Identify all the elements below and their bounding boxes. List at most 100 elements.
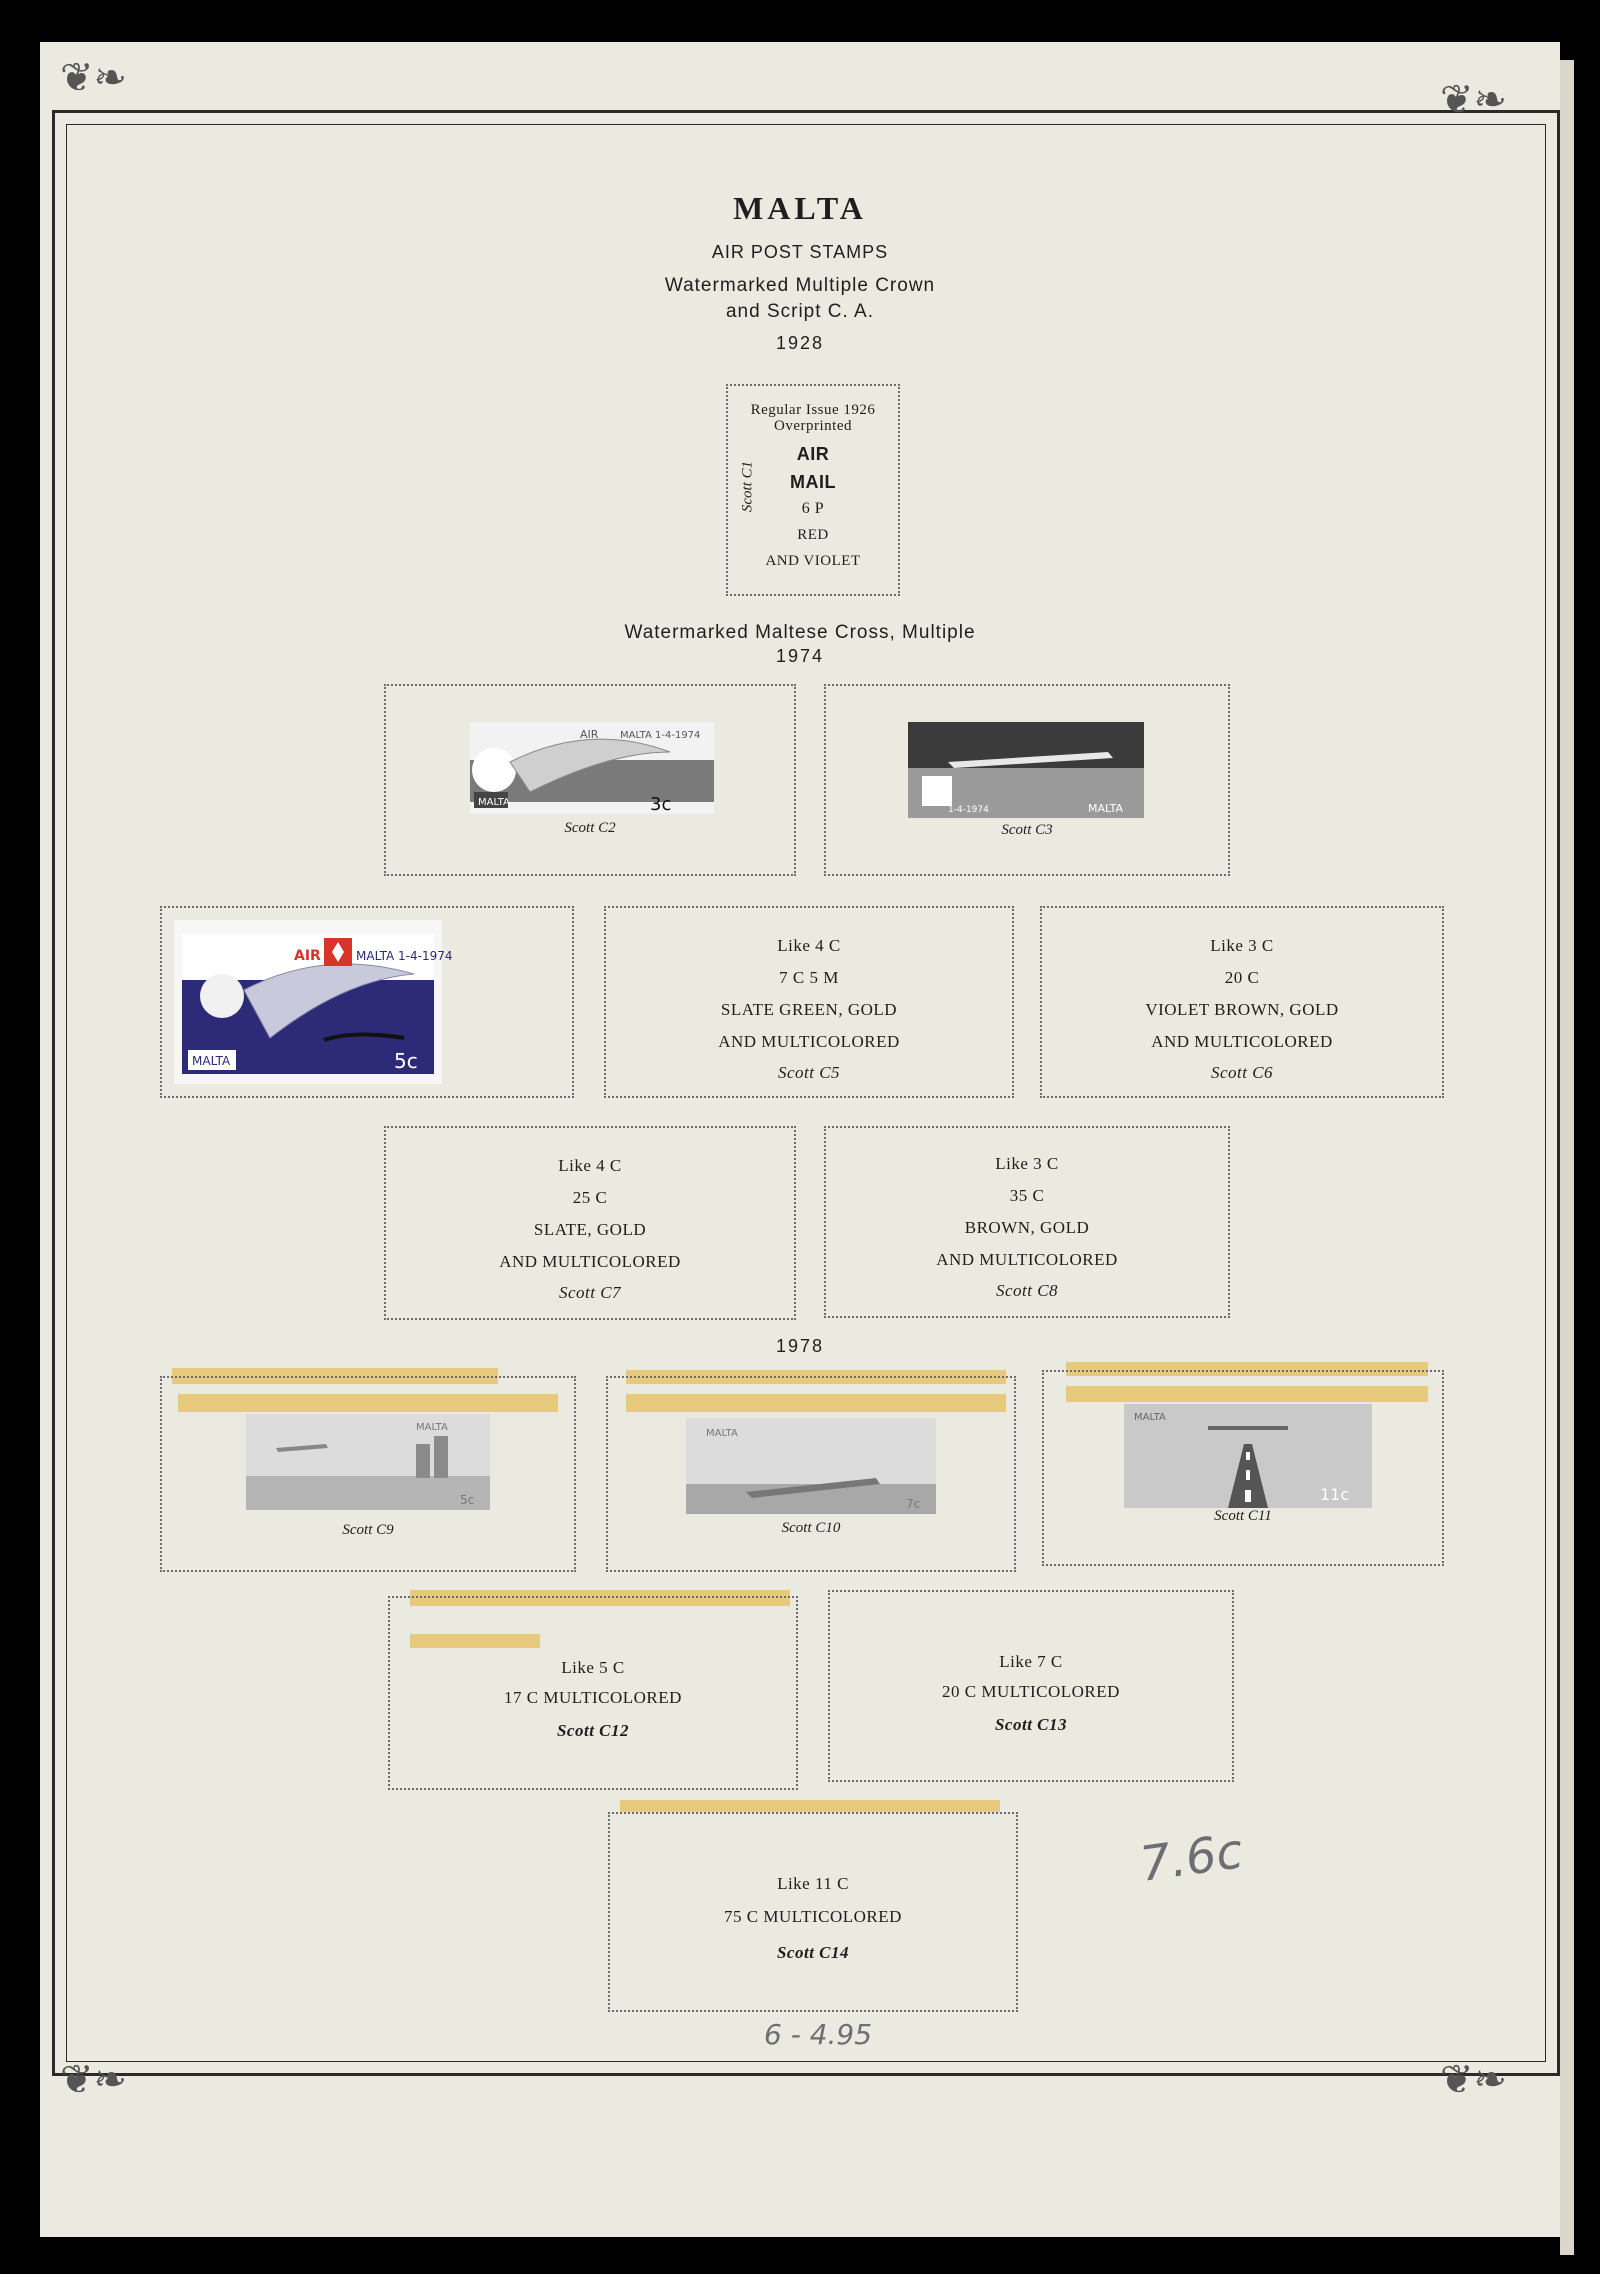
hinge-tape [410,1634,540,1648]
album-page [40,42,1560,2237]
c8-value: 35 C [1009,1186,1045,1205]
stamp-c4-image: AIR MALTA 1-4-1974 MALTA 5c [174,920,453,1084]
stamp-space-c14: Like 11 C 75 C MULTICOLORED Scott C14 [608,1812,1018,2012]
c14-value: 75 C MULTICOLORED [724,1907,902,1926]
hinge-tape [178,1394,558,1412]
c6-scott-number: Scott C6 [1210,1063,1274,1082]
hinge-tape [410,1590,790,1606]
stamp-value-label: 3c [650,794,671,815]
stamp-space-c4: AIR MALTA 1-4-1974 MALTA 5c [160,906,574,1098]
c7-scott-number: Scott C7 [558,1283,622,1302]
c12-value: 17 C MULTICOLORED [504,1688,682,1707]
c7-value: 25 C [572,1188,608,1207]
stamp-air-label: AIR [294,948,321,964]
stamp-country-label: MALTA [416,1422,448,1433]
stamp-space-c5: Like 4 C 7 C 5 M SLATE GREEN, GOLD AND M… [604,906,1014,1098]
hinge-tape [626,1394,1006,1412]
stamp-space-c9: MALTA 5c Scott C9 [160,1376,576,1572]
stamp-c2-image: MALTA AIR MALTA 1-4-1974 3c [470,722,714,815]
corner-ornament-icon: ❦❧ [60,2057,128,2102]
page-border [52,110,1560,2076]
c13-scott-number: Scott C13 [994,1715,1068,1734]
c1-scott-number: Scott C1 [739,460,756,513]
hinge-tape [1066,1386,1428,1402]
stamp-space-c1: Regular Issue 1926 Overprinted AIR MAIL … [726,384,900,596]
c9-scott-number: Scott C9 [342,1522,394,1538]
c1-line1: Regular Issue 1926 [750,402,876,418]
c5-like: Like 4 C [777,936,841,955]
c1-line2: Overprinted [774,418,852,434]
hinge-tape [620,1800,1000,1812]
stamp-issue-label: MALTA 1-4-1974 [620,730,700,741]
stamp-country-label: MALTA [192,1054,231,1068]
stamp-value-label: 5c [460,1493,474,1507]
stamp-space-c8: Like 3 C 35 C BROWN, GOLD AND MULTICOLOR… [824,1126,1230,1318]
stamp-space-c3: 1-4-1974 MALTA Scott C3 [824,684,1230,876]
page-edge [1560,60,1574,2255]
watermark-heading: Watermarked Multiple Crown [664,275,936,296]
hinge-tape [1066,1362,1428,1376]
stamp-country-label: MALTA [1134,1412,1166,1423]
c12-like: Like 5 C [561,1658,625,1677]
c13-like: Like 7 C [999,1652,1063,1671]
c12-scott-number: Scott C12 [556,1721,630,1740]
c6-like: Like 3 C [1210,936,1274,955]
stamp-space-c13: Like 7 C 20 C MULTICOLORED Scott C13 [828,1590,1234,1782]
c10-scott-number: Scott C10 [781,1520,841,1536]
watermark-heading-2: and Script C. A. [725,301,874,322]
section-title: AIR POST STAMPS [711,242,889,262]
c13-value: 20 C MULTICOLORED [942,1682,1120,1701]
stamp-issue-label: 1-4-1974 [948,805,989,815]
year-heading: 1928 [775,333,825,353]
stamp-c10-image: MALTA 7c [686,1418,936,1514]
c7-color: SLATE, GOLD [533,1220,647,1239]
c11-scott-number: Scott C11 [1214,1508,1272,1524]
handwritten-note: 6 - 4.95 [764,2018,873,2051]
c8-color-2: AND MULTICOLORED [936,1250,1118,1269]
c5-scott-number: Scott C5 [777,1063,841,1082]
c5-value: 7 C 5 M [779,968,839,987]
stamp-space-c12: Like 5 C 17 C MULTICOLORED Scott C12 [388,1596,798,1790]
c1-overprint-mail: MAIL [790,472,836,492]
page-title: MALTA [733,190,867,226]
stamp-space-c6: Like 3 C 20 C VIOLET BROWN, GOLD AND MUL… [1040,906,1444,1098]
stamp-value-label: 7c [906,1497,920,1511]
stamp-space-c10: MALTA 7c Scott C10 [606,1376,1016,1572]
stamp-country-label: MALTA [706,1428,738,1439]
stamp-air-label: AIR [580,728,599,741]
stamp-c9-image: MALTA 5c [246,1414,490,1510]
stamp-value-label: 5c [394,1049,418,1073]
c7-color-2: AND MULTICOLORED [499,1252,681,1271]
c6-value: 20 C [1224,968,1260,987]
corner-ornament-icon: ❦❧ [60,55,128,100]
stamp-issue-label: MALTA 1-4-1974 [356,949,453,963]
stamp-space-c11: MALTA 11c Scott C11 [1042,1370,1444,1566]
c1-overprint-air: AIR [796,444,830,464]
stamp-country-label: MALTA [1088,802,1123,815]
c14-like: Like 11 C [777,1874,849,1893]
stamp-space-c2: MALTA AIR MALTA 1-4-1974 3c Scott C2 [384,684,796,876]
corner-ornament-icon: ❦❧ [1440,77,1508,122]
c6-color-2: AND MULTICOLORED [1151,1032,1333,1051]
page-border-inner [66,124,1546,2062]
stamp-c11-image: MALTA 11c [1124,1404,1372,1508]
c1-value: 6 P [801,500,825,517]
stamp-country-label: MALTA [478,797,510,808]
c5-color-2: AND MULTICOLORED [718,1032,900,1051]
c14-scott-number: Scott C14 [776,1943,850,1962]
year-heading: 1974 [775,646,825,666]
stamp-c3-image: 1-4-1974 MALTA [908,722,1144,818]
year-heading: 1978 [775,1336,825,1356]
c3-scott-number: Scott C3 [1001,822,1053,838]
stamp-space-c7: Like 4 C 25 C SLATE, GOLD AND MULTICOLOR… [384,1126,796,1320]
c8-color: BROWN, GOLD [964,1218,1090,1237]
c5-color: SLATE GREEN, GOLD [720,1000,898,1019]
c1-color: RED [797,527,829,543]
c2-scott-number: Scott C2 [564,820,616,836]
stamp-value-label: 11c [1320,1485,1349,1504]
c8-scott-number: Scott C8 [995,1281,1059,1300]
corner-ornament-icon: ❦❧ [1440,2057,1508,2102]
watermark-heading-3: Watermarked Maltese Cross, Multiple [624,622,976,643]
c8-like: Like 3 C [995,1154,1059,1173]
c6-color: VIOLET BROWN, GOLD [1145,1000,1339,1019]
